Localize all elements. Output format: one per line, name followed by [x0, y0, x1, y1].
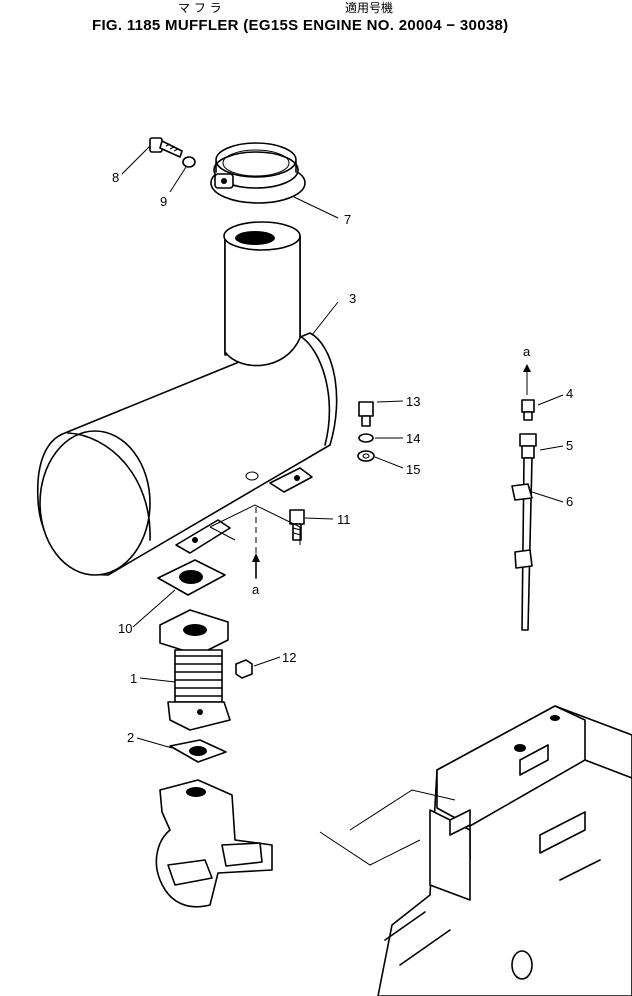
callout-11: 11: [337, 512, 351, 527]
callout-7: 7: [344, 212, 351, 227]
part-13-bolt: [358, 401, 374, 427]
part-2-gasket: [169, 739, 227, 763]
part-6-clamp: [511, 483, 533, 569]
callout-a-pipe: a: [523, 344, 531, 359]
part-7-clamp: [210, 142, 306, 204]
part-9-washer: [182, 156, 196, 168]
callout-8: 8: [112, 170, 119, 185]
callout-15: 15: [406, 462, 420, 477]
callout-12: 12: [282, 650, 296, 665]
callout-9: 9: [160, 194, 167, 209]
callout-14: 14: [406, 431, 420, 446]
callouts: 8 9 7 3 13 14 15 11 a 10 12 1 2 a 4 5 6: [112, 170, 573, 745]
callout-10: 10: [118, 621, 132, 636]
part-10-gasket: [157, 559, 226, 596]
callout-a-muffler: a: [252, 582, 260, 597]
title-japanese-applicable-units: 適用号機: [345, 0, 393, 15]
part-3-muffler: [36, 221, 338, 576]
exhaust-manifold: [155, 779, 273, 908]
callout-4: 4: [566, 386, 573, 401]
reference-lines: [209, 364, 531, 866]
callout-6: 6: [566, 494, 573, 509]
title-japanese-part-name: マ フ ラ: [178, 1, 222, 15]
callout-13: 13: [406, 394, 420, 409]
part-5-pipe: [519, 433, 537, 631]
part-14-lock-washer: [358, 433, 374, 443]
leader-lines: [121, 145, 564, 749]
engine: [377, 705, 632, 996]
part-11-bolt: [289, 509, 305, 541]
callout-3: 3: [349, 291, 356, 306]
part-4-fitting: [521, 399, 535, 421]
part-8-bolt: [149, 137, 183, 158]
callout-1: 1: [130, 671, 137, 686]
callout-5: 5: [566, 438, 573, 453]
callout-2: 2: [127, 730, 134, 745]
part-1-flex-pipe: [159, 609, 231, 731]
part-15-washer: [357, 450, 375, 462]
figure-title: FIG. 1185 MUFFLER (EG15S ENGINE NO. 2000…: [92, 17, 508, 34]
part-12-nut: [235, 659, 253, 679]
